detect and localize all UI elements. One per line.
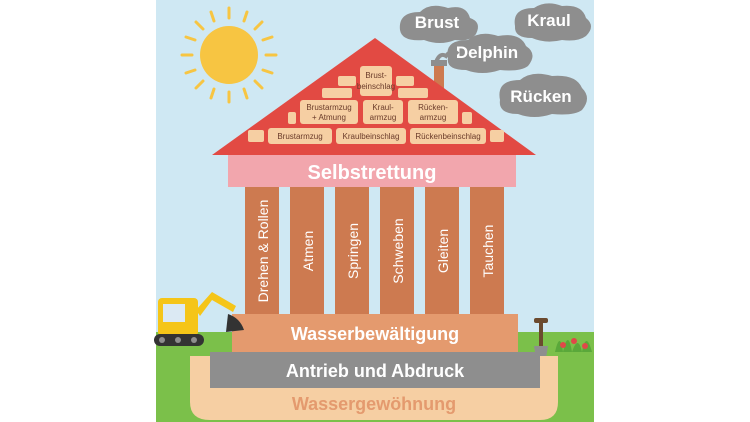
cloud-brust: Brust (399, 5, 478, 43)
pillar-3 (335, 187, 369, 314)
base-upper-wasserbewaeltigung (232, 314, 518, 352)
pillar-6 (470, 187, 504, 314)
base-lower-label: Wassergewöhnung (292, 394, 456, 414)
brick-middle-2 (363, 100, 403, 124)
brick-bottom-2 (336, 128, 406, 144)
brick-top-line1: Brust- (365, 71, 387, 80)
brick-bottom-1 (268, 128, 332, 144)
cloud-label-kraul: Kraul (527, 11, 570, 30)
frieze-label: Selbstrettung (308, 162, 437, 184)
brick-bottom-1-text: Brustarmzug (277, 132, 322, 141)
pillar-3-label: Springen (345, 223, 361, 279)
frieze-selbstrettung (228, 155, 516, 187)
cloud-label-ruecken: Rücken (510, 87, 571, 106)
pillar-5-label: Gleiten (435, 229, 451, 273)
brick-middle-2-line1: Kraul- (372, 103, 394, 112)
brick-middle-3-line1: Rücken- (418, 103, 448, 112)
roof-bricks (248, 66, 504, 144)
cloud-label-brust: Brust (415, 13, 460, 32)
cloud-delphin: Delphin (447, 33, 533, 73)
pillar-4-label: Schweben (390, 218, 406, 283)
pillar-2-label: Atmen (300, 231, 316, 271)
base-middle-antrieb (210, 352, 540, 388)
brick-bottom-2-text: Kraulbeinschlag (343, 132, 400, 141)
pillars (245, 187, 504, 314)
brick-top (360, 66, 392, 96)
pillar-5 (425, 187, 459, 314)
base-middle-label: Antrieb und Abdruck (286, 361, 465, 381)
brick-bottom-3 (410, 128, 486, 144)
brick-middle-1-line2: + Atmung (312, 113, 346, 122)
excavator-icon (154, 292, 244, 346)
flowers-decoration (555, 338, 592, 352)
base-upper-label: Wasserbewältigung (291, 324, 459, 344)
roof (212, 38, 536, 155)
brick-bottom-3-text: Rückenbeinschlag (415, 132, 480, 141)
sun-icon (180, 6, 278, 104)
chimney (431, 49, 460, 90)
pillar-1-label: Drehen & Rollen (255, 200, 271, 303)
brick-middle-3-line2: armzug (420, 113, 447, 122)
pillar-1 (245, 187, 279, 314)
brick-middle-1-line1: Brustarmzug (306, 103, 351, 112)
brick-top-line2: beinschlag (357, 82, 395, 91)
cloud-ruecken: Rücken (499, 73, 587, 117)
cloud-label-delphin: Delphin (456, 43, 518, 62)
cloud-kraul: Kraul (514, 3, 591, 42)
pillar-6-label: Tauchen (480, 225, 496, 278)
brick-middle-1 (300, 100, 358, 124)
brick-middle-3 (408, 100, 458, 124)
pillar-2 (290, 187, 324, 314)
brick-middle-2-line2: armzug (370, 113, 397, 122)
pillar-4 (380, 187, 414, 314)
